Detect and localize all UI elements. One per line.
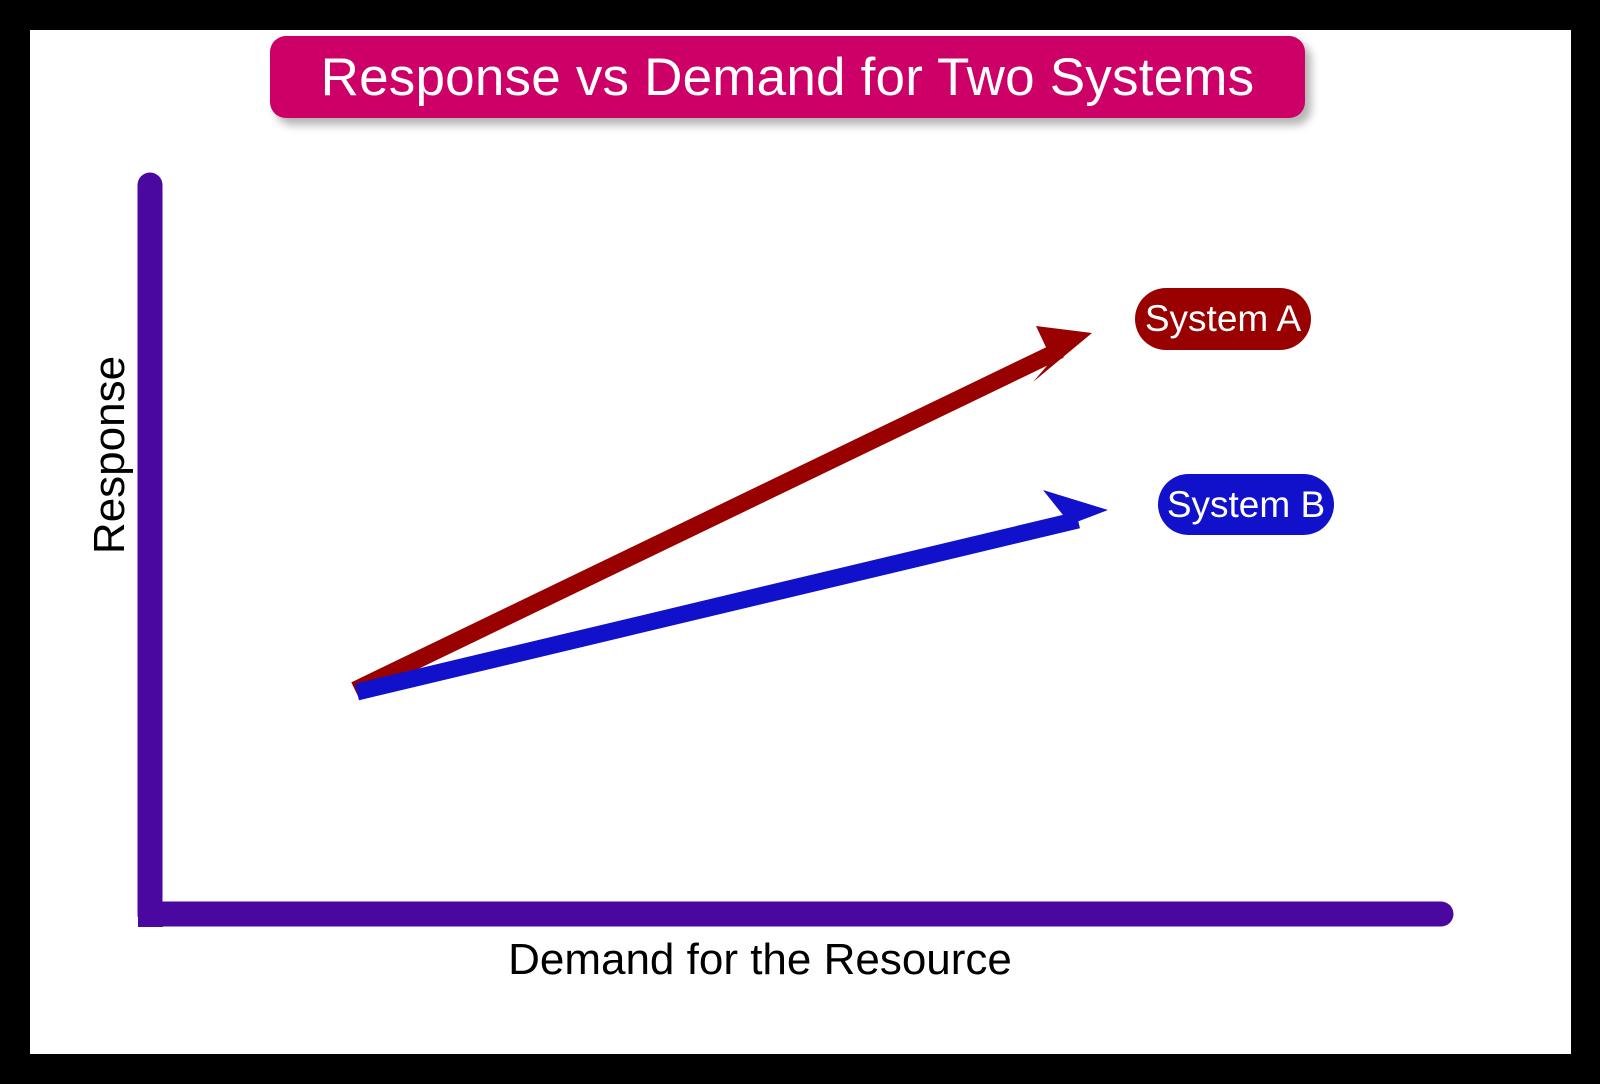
series-label-system-a-text: System A — [1144, 298, 1302, 339]
system-a-arrowhead — [1033, 326, 1092, 382]
diagram-canvas: Response vs Demand for Two Systems Respo… — [30, 30, 1571, 1054]
axis-corner-joint — [138, 902, 163, 927]
y-axis-label: Response — [85, 355, 134, 555]
x-axis-label: Demand for the Resource — [508, 935, 1012, 984]
title-banner: Response vs Demand for Two Systems — [270, 36, 1305, 118]
system-b-arrowhead — [1040, 490, 1108, 536]
series-label-system-b-text: System B — [1166, 483, 1326, 525]
page-title: Response vs Demand for Two Systems — [320, 47, 1255, 107]
series-arrow-system-a — [351, 326, 1092, 698]
series-arrow-system-b — [355, 490, 1108, 701]
series-label-system-a[interactable]: System A — [1135, 288, 1311, 350]
series-label-system-b[interactable]: System B — [1158, 474, 1334, 535]
chart-plot-area — [137, 172, 1454, 927]
